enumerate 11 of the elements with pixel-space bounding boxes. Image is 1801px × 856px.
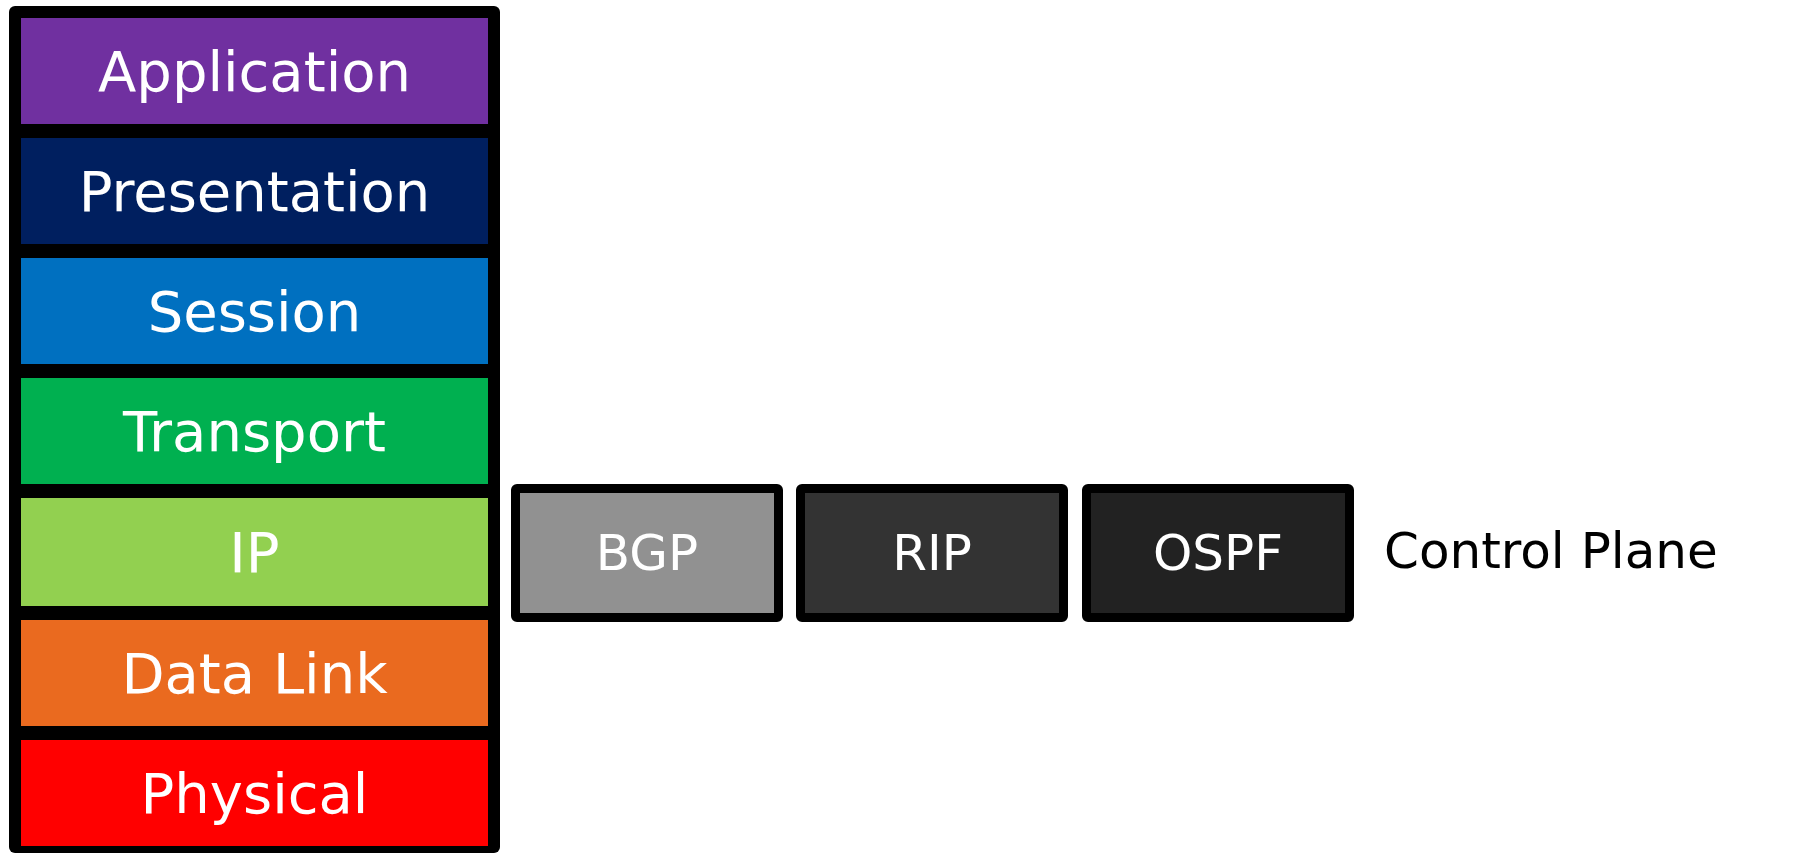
layer-box: Session bbox=[21, 258, 488, 364]
protocol-box: BGP bbox=[511, 484, 783, 622]
plane-label: Control Plane bbox=[1384, 522, 1718, 580]
layer-box: Transport bbox=[21, 378, 488, 484]
layer-box: Data Link bbox=[21, 620, 488, 726]
layer-box: Application bbox=[21, 18, 488, 124]
protocol-box: RIP bbox=[796, 484, 1068, 622]
layer-box: Physical bbox=[21, 740, 488, 846]
protocol-box: OSPF bbox=[1082, 484, 1354, 622]
layer-box: Presentation bbox=[21, 138, 488, 244]
layer-box: IP bbox=[21, 498, 488, 606]
